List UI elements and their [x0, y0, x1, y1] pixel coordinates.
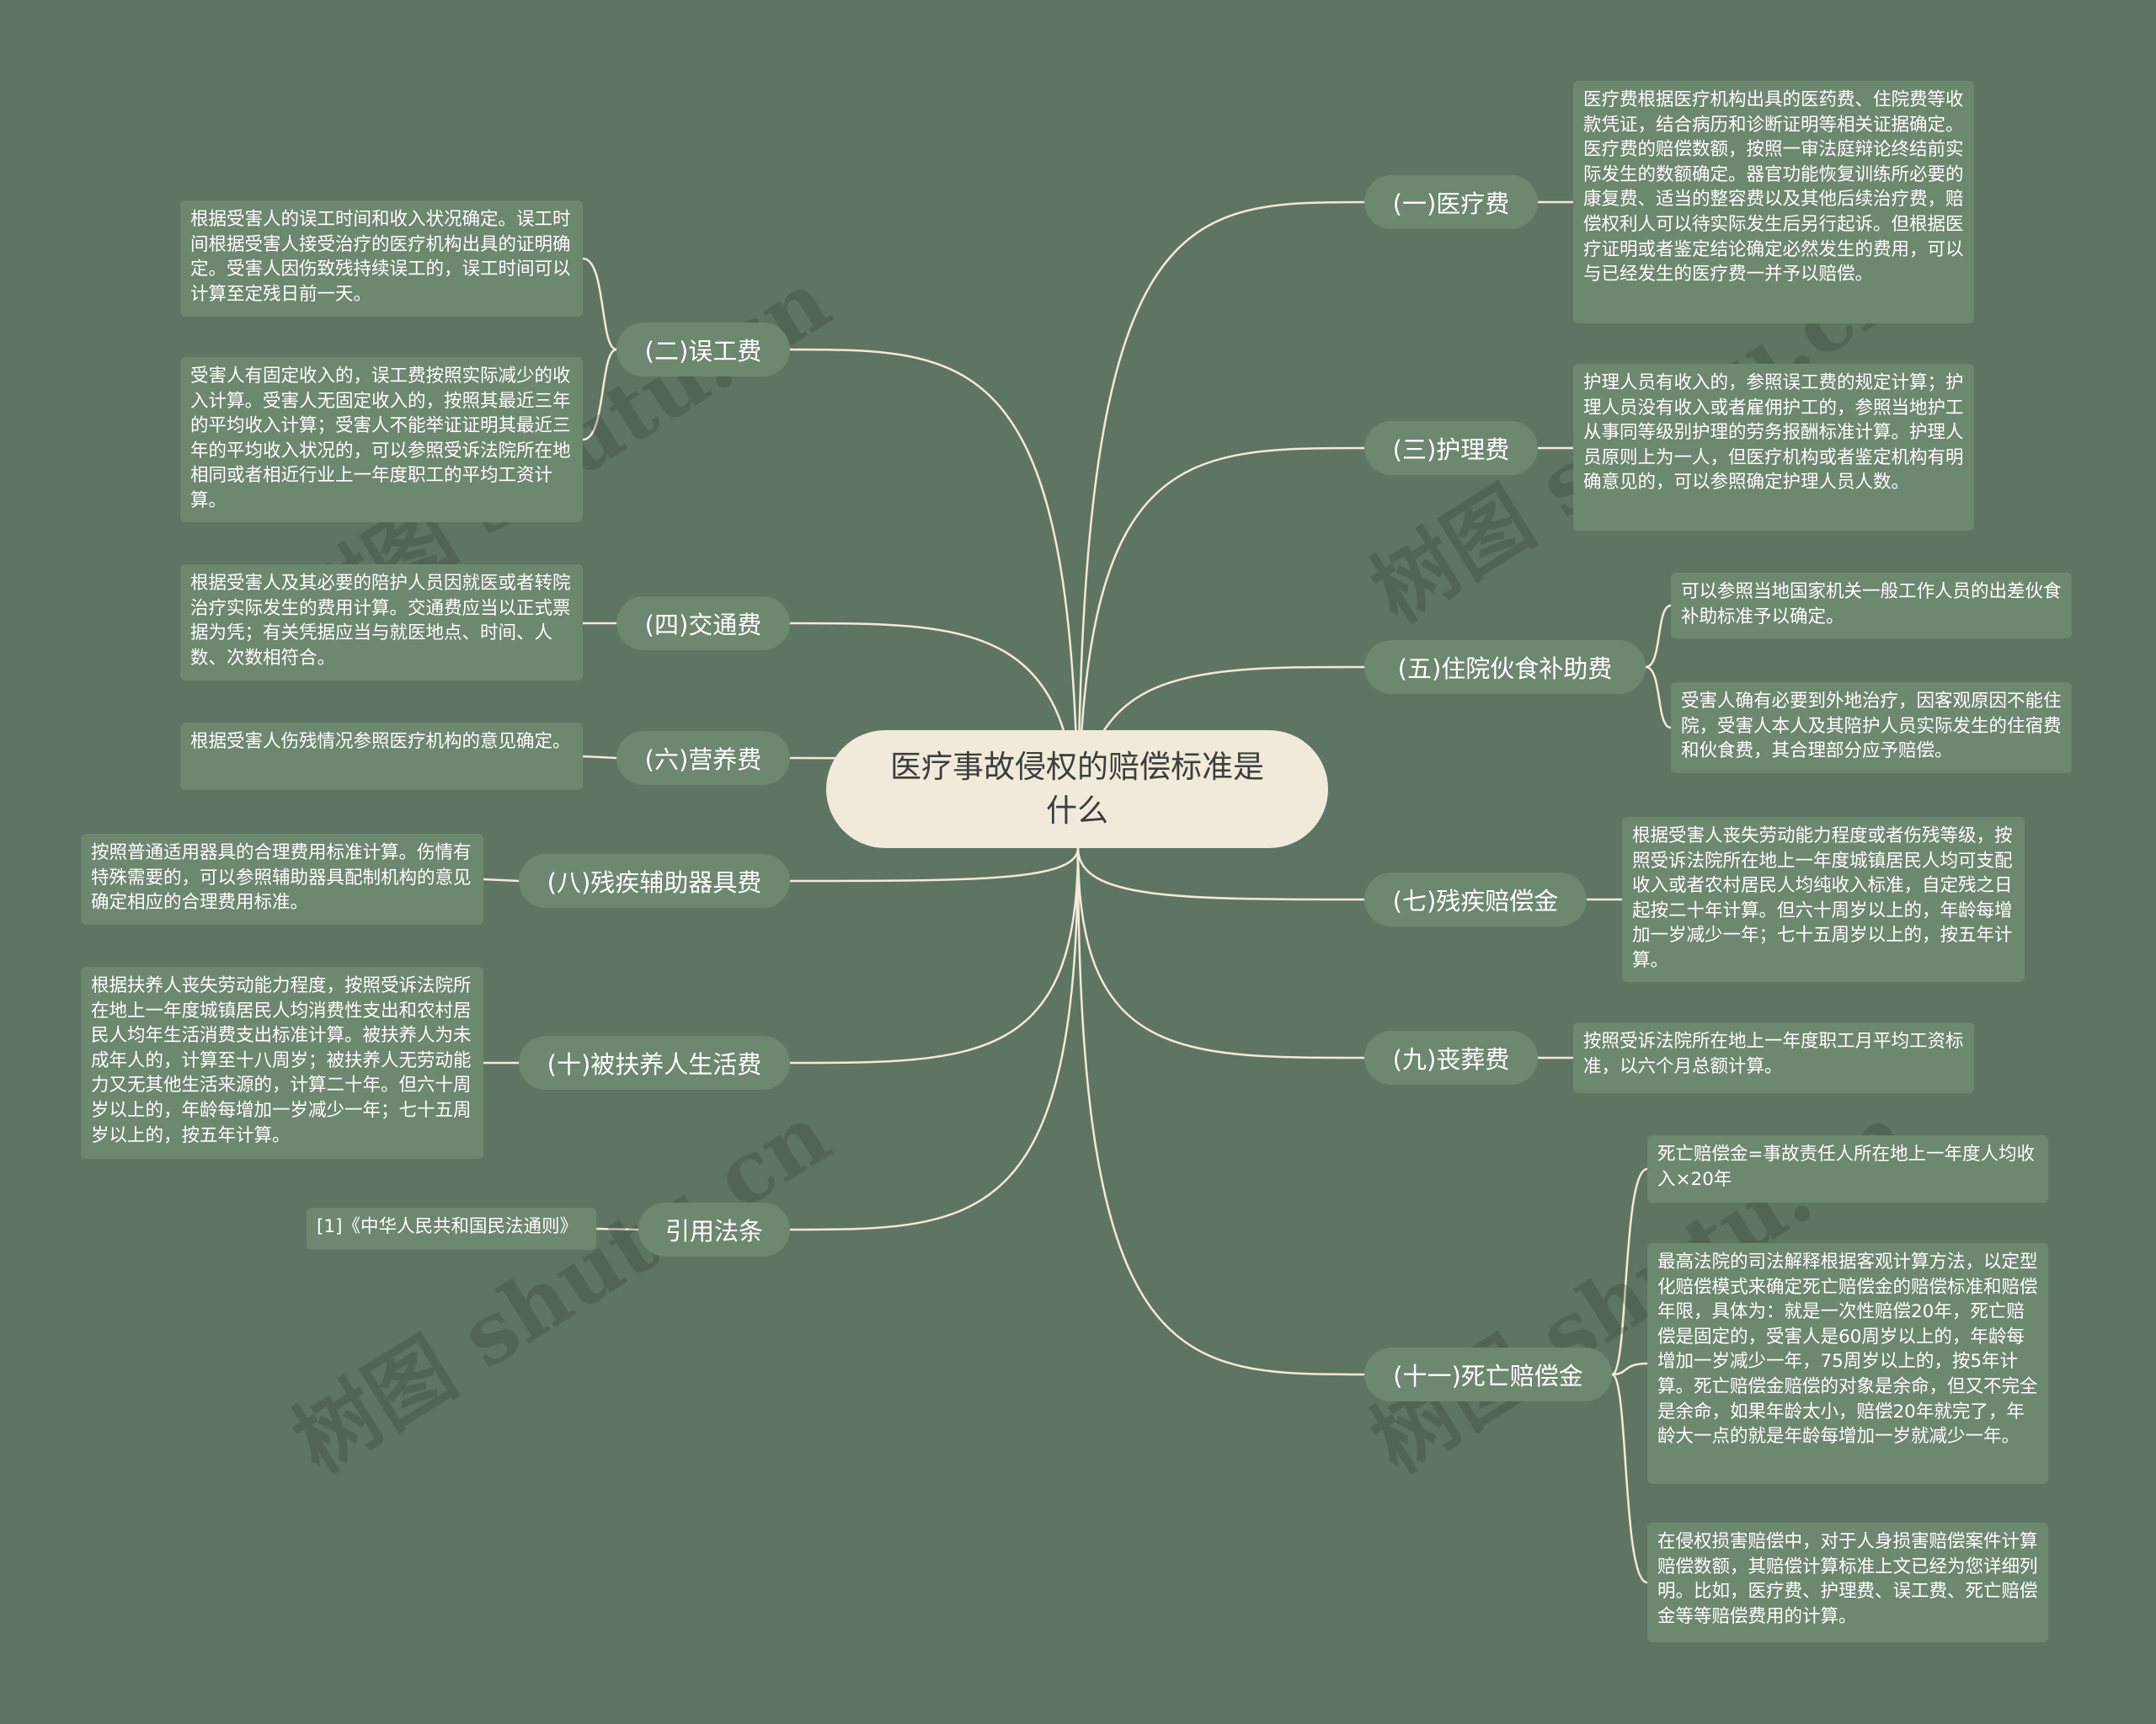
leaf-disability-comp: 根据受害人丧失劳动能力程度或者伤残等级，按照受诉法院所在地上一年度城镇居民人均可…: [1622, 817, 2025, 982]
connector-right-5: [1076, 847, 1365, 1376]
leaf-death-comp-1: 死亡赔偿金=事故责任人所在地上一年度人均收入×20年: [1647, 1135, 2048, 1203]
connector-right-4: [1076, 847, 1365, 1059]
branch-nursing-fee[interactable]: (三)护理费: [1364, 421, 1538, 475]
branch-cited-law[interactable]: 引用法条: [638, 1203, 790, 1257]
leaf-funeral-fee: 按照受诉法院所在地上一年度职工月平均工资标准，以六个月总额计算。: [1573, 1022, 1974, 1093]
branch-transport-fee[interactable]: (四)交通费: [616, 596, 790, 650]
connector-leaf-death-2: [1611, 1362, 1648, 1376]
branch-dependent-living[interactable]: (十)被扶养人生活费: [519, 1036, 790, 1090]
leaf-meal-allowance-2: 受害人确有必要到外地治疗，因客观原因不能住院，受害人本人及其陪护人员实际发生的住…: [1671, 682, 2072, 773]
connector-leaf-wages-2: [582, 348, 617, 441]
leaf-lost-wages-2: 受害人有固定收入的，误工费按照实际减少的收入计算。受害人无固定收入的，按照其最近…: [180, 357, 583, 522]
connector-left-4: [789, 847, 1080, 1065]
leaf-lost-wages-1: 根据受害人的误工时间和收入状况确定。误工时间根据受害人接受治疗的医疗机构出具的证…: [180, 200, 583, 317]
connector-left-0: [789, 348, 1080, 849]
connector-right-1: [1076, 446, 1365, 849]
leaf-death-comp-2: 最高法院的司法解释根据客观计算方法，以定型化赔偿模式来确定死亡赔偿金的赔偿标准和…: [1647, 1243, 2048, 1484]
connector-right-0: [1076, 200, 1365, 849]
leaf-meal-allowance-1: 可以参照当地国家机关一般工作人员的出差伙食补助标准予以确定。: [1671, 573, 2072, 638]
connector-leaf-wages-1: [582, 257, 617, 351]
connector-right-3: [1076, 847, 1365, 901]
branch-lost-wages[interactable]: (二)误工费: [616, 323, 790, 376]
leaf-assistive-device-fee: 按照普通适用器具的合理费用标准计算。伤情有特殊需要的，可以参照辅助器具配制机构的…: [81, 834, 483, 925]
connector-leaf-assistive: [483, 878, 520, 883]
leaf-medical-fee: 医疗费根据医疗机构出具的医药费、住院费等收款凭证，结合病历和诊断证明等相关证据确…: [1573, 81, 1974, 323]
branch-disability-comp[interactable]: (七)残疾赔偿金: [1364, 873, 1587, 926]
leaf-death-comp-3: 在侵权损害赔偿中，对于人身损害赔偿案件计算赔偿数额，其赔偿计算标准上文已经为您详…: [1647, 1523, 2048, 1642]
branch-meal-allowance[interactable]: (五)住院伙食补助费: [1364, 640, 1646, 694]
connector-leaf-nutrition: [582, 755, 617, 760]
connector-leaf-law: [595, 1227, 639, 1231]
leaf-nursing-fee: 护理人员有收入的，参照误工费的规定计算；护理人员没有收入或者雇佣护工的，参照当地…: [1573, 364, 1974, 531]
leaf-transport-fee: 根据受害人及其必要的陪护人员因就医或者转院治疗实际发生的费用计算。交通费应当以正…: [180, 564, 583, 681]
connector-left-5: [789, 847, 1080, 1231]
leaf-dependent-living: 根据扶养人丧失劳动能力程度，按照受诉法院所在地上一年度城镇居民人均消费性支出和农…: [81, 967, 483, 1159]
leaf-nutrition-fee: 根据受害人伤残情况参照医疗机构的意见确定。: [180, 723, 583, 790]
leaf-cited-law: [1]《中华人民共和国民法通则》: [307, 1208, 596, 1250]
connector-leaf-meal-2: [1645, 665, 1672, 729]
connector-left-3: [789, 847, 1080, 883]
branch-nutrition-fee[interactable]: (六)营养费: [616, 731, 790, 785]
branch-medical-fee[interactable]: (一)医疗费: [1364, 175, 1538, 229]
connector-leaf-death-1: [1611, 1167, 1648, 1376]
connector-leaf-death-3: [1611, 1373, 1648, 1584]
root-topic[interactable]: 医疗事故侵权的赔偿标准是什么: [826, 730, 1328, 848]
connector-leaf-meal-1: [1645, 604, 1672, 669]
branch-assistive-device-fee[interactable]: (八)残疾辅助器具费: [519, 854, 790, 908]
branch-funeral-fee[interactable]: (九)丧葬费: [1364, 1031, 1538, 1085]
branch-death-comp[interactable]: (十一)死亡赔偿金: [1364, 1348, 1612, 1401]
